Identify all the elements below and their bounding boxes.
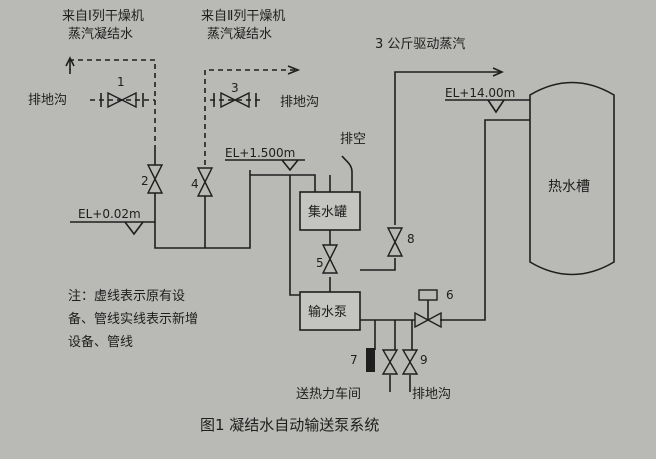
label-el-1500: EL+1.500m [225,146,295,160]
valve-7[interactable]: 7 [350,348,399,375]
valve-6-number: 6 [446,288,454,302]
note-line-3: 设备、管线 [68,334,133,350]
valve-2-number: 2 [141,174,149,188]
valve-6[interactable]: 6 [414,288,454,329]
collecting-tank [299,191,361,231]
hot-water-tank [529,81,615,276]
valve-3[interactable]: 3 [213,81,257,109]
elevation-mark-1400 [445,99,530,114]
valve-1[interactable]: 1 [100,75,144,109]
valve-9-number: 9 [420,353,428,367]
label-from-dryer-1-line1: 来自Ⅰ列干燥机 [62,9,144,24]
label-el-002: EL+0.02m [78,207,141,221]
valve-4[interactable]: 4 [191,167,214,197]
valve-8-number: 8 [407,232,415,246]
label-drive-steam: 3 公斤驱动蒸汽 [375,37,465,52]
valve-5[interactable]: 5 [316,244,339,274]
label-from-dryer-2-line2: 蒸汽凝结水 [207,26,272,42]
note-line-2: 备、管线实线表示新增 [68,311,198,327]
elevation-mark-002 [70,221,155,236]
valve-9[interactable]: 9 [401,349,428,375]
hot-water-tank-label: 热水槽 [548,179,590,195]
valve-4-number: 4 [191,177,199,191]
valve-1-number: 1 [117,75,125,89]
elevation-mark-1500 [225,159,305,172]
arrow-dryer-1 [65,56,75,67]
label-vent: 排空 [340,132,366,147]
label-to-heating-workshop: 送热力车间 [296,386,361,402]
valve-8[interactable]: 8 [386,227,415,257]
valve-7-number: 7 [350,353,358,367]
valve-5-number: 5 [316,256,324,270]
label-drain-left: 排地沟 [28,93,67,108]
label-el-1400: EL+14.00m [445,86,515,100]
pump-label: 输水泵 [308,304,347,320]
figure-caption: 图1 凝结水自动输送泵系统 [200,416,379,434]
new-solid-pipes [154,67,530,392]
pump [299,291,361,331]
label-from-dryer-1-line2: 蒸汽凝结水 [68,26,133,42]
valve-2[interactable]: 2 [141,150,164,194]
label-drain-bottom: 排地沟 [412,387,451,402]
arrow-dryer-2 [287,65,301,75]
collecting-tank-label: 集水罐 [308,204,347,220]
note-line-1: 注：虚线表示原有设 [68,289,185,304]
label-from-dryer-2-line1: 来自Ⅱ列干燥机 [201,9,285,24]
label-drain-upper: 排地沟 [280,95,319,110]
valve-3-number: 3 [231,81,239,95]
